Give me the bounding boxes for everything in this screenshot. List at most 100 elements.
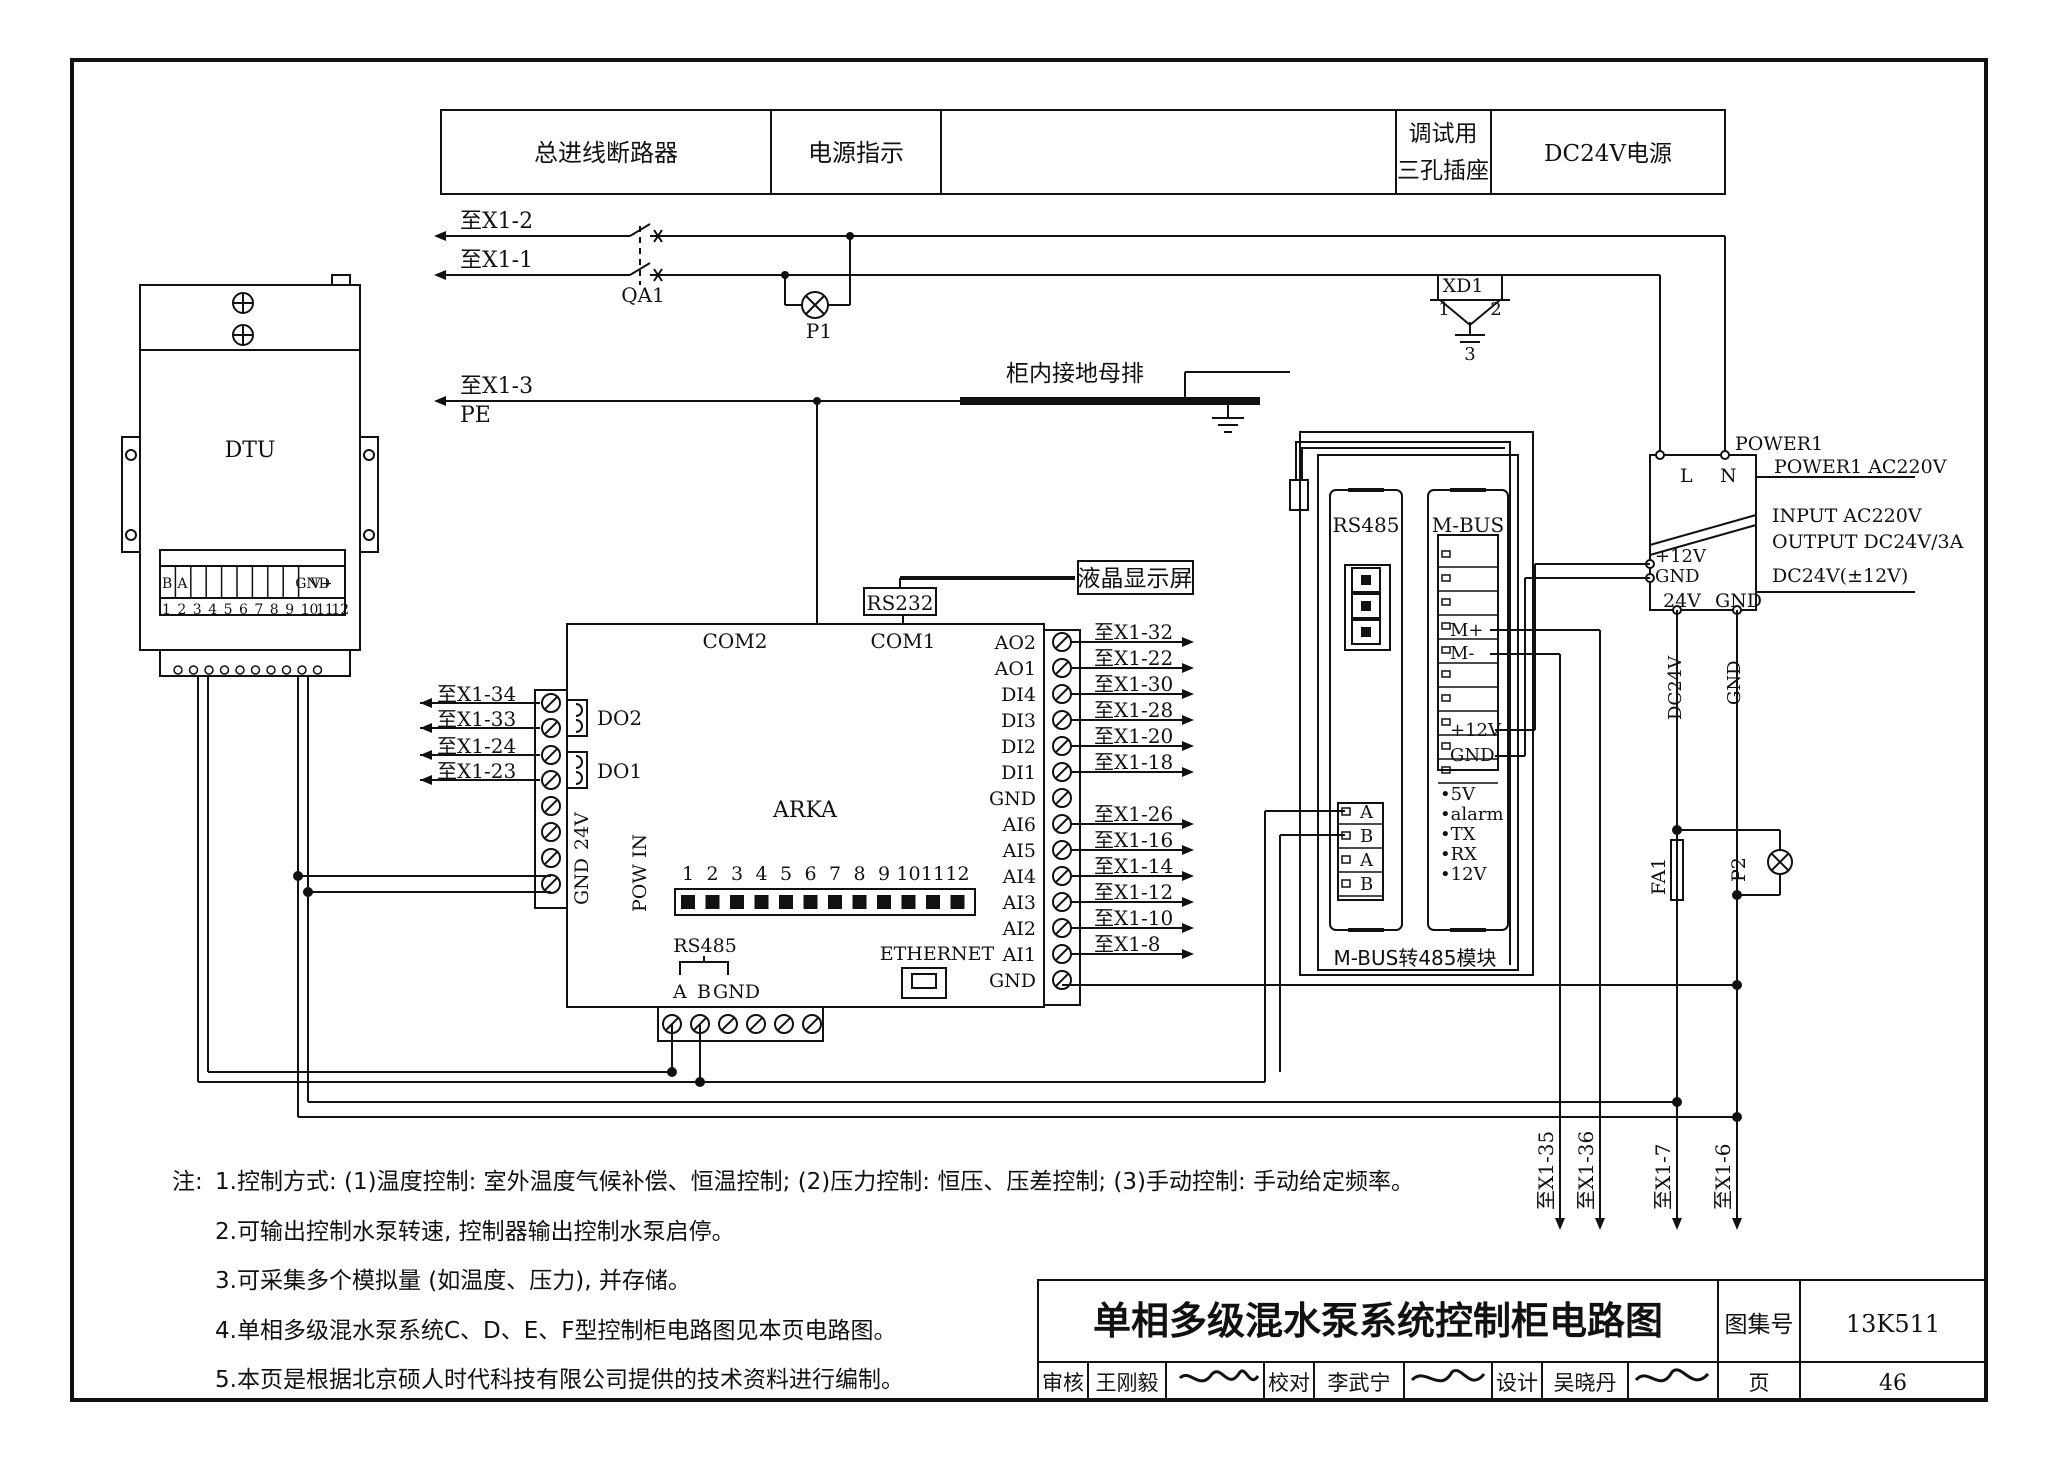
arka-left-terminal <box>534 689 588 909</box>
wire-junction-dots <box>293 232 1742 1122</box>
arka-ethernet: ETHERNET <box>880 943 995 965</box>
fa1-label: FA1 <box>1648 858 1670 895</box>
mbus-module <box>1289 431 1534 976</box>
review-signature <box>1178 1369 1260 1383</box>
mbus-slot <box>1441 742 1451 750</box>
arka-do2: DO2 <box>597 706 642 730</box>
arka-title: ARKA <box>772 798 838 823</box>
dtu-terminal-number: 10 <box>301 602 319 618</box>
power-ac-label: POWER1 AC220V <box>1774 456 1947 478</box>
arka-right-port-label: AI6 <box>1002 814 1036 836</box>
arka-io-number: 7 <box>829 863 841 885</box>
note-item-1: 1.控制方式: (1)温度控制: 室外温度气候补偿、恒温控制; (2)压力控制:… <box>215 1169 1415 1195</box>
terminal-screw <box>1052 788 1072 808</box>
drawing-title: 单相多级混水泵系统控制柜电路图 <box>1093 1299 1663 1343</box>
mbus-status-label: •alarm <box>1440 804 1504 825</box>
mbus-slot <box>1441 670 1451 678</box>
check-name: 李武宁 <box>1328 1371 1391 1395</box>
arka-right-arrow <box>1182 923 1194 933</box>
terminal-screw <box>1052 866 1072 886</box>
arka-io-led <box>901 895 916 909</box>
label-to-x1-1: 至X1-1 <box>460 248 533 273</box>
dtu-terminal-number: 1 <box>162 602 171 618</box>
arka-left-screws <box>541 693 561 894</box>
arka-do1: DO1 <box>597 759 642 783</box>
terminal-screw <box>1052 658 1072 678</box>
terminal-screw <box>541 693 561 713</box>
arka-right-target: 至X1-28 <box>1094 698 1173 722</box>
arka-ethernet-port <box>901 967 947 999</box>
terminal-screw <box>1052 632 1072 652</box>
mbus-ab-label: A <box>1359 850 1374 871</box>
arka-left-arrow <box>420 723 432 733</box>
dtu-terminal-number: 2 <box>177 602 186 618</box>
top-header-table <box>440 109 1726 195</box>
power-supply <box>1649 454 1757 611</box>
arka-right-arrow <box>1182 819 1194 829</box>
arka-rs485-gnd: GND <box>713 981 760 1003</box>
arka-left-arrow <box>420 775 432 785</box>
mbus-status-label: •RX <box>1440 844 1477 865</box>
arka-right-arrow <box>1182 845 1194 855</box>
mbus-rs485-socket-frames <box>1351 567 1381 645</box>
bottom-target-label: 至X1-35 <box>1534 1131 1558 1210</box>
arka-right-target: 至X1-12 <box>1094 880 1173 904</box>
dtu-terminal-number: 12 <box>331 602 349 618</box>
p2-label: P2 <box>1728 857 1750 882</box>
arka-in: IN <box>629 834 651 858</box>
mains-wiring <box>440 223 1726 625</box>
dtu-terminal-number: 8 <box>270 602 279 618</box>
arka-bottom-terminal <box>657 1006 824 1042</box>
dtu-pin <box>188 665 199 675</box>
terminal-screw <box>774 1014 794 1034</box>
label-xd1-pin3: 3 <box>1464 344 1475 365</box>
mbus-status-label: •TX <box>1440 824 1476 845</box>
arka-io-number: 6 <box>804 863 816 885</box>
arka-io-number: 9 <box>878 863 890 885</box>
arka-right-arrow <box>1182 741 1194 751</box>
bottom-target-label: 至X1-7 <box>1651 1144 1675 1210</box>
power-n: N <box>1720 465 1737 487</box>
terminal-screw <box>1052 840 1072 860</box>
review-name: 王刚毅 <box>1096 1371 1159 1395</box>
mbus-slot <box>1441 622 1451 630</box>
mbus-m-plus: M+ <box>1450 620 1484 641</box>
note-item-2: 2.可输出控制水泵转速, 控制器输出控制水泵启停。 <box>215 1219 735 1245</box>
mbus-rs485-title: RS485 <box>1333 513 1400 537</box>
power-input: INPUT AC220V <box>1772 505 1922 527</box>
arka-com1: COM1 <box>871 629 936 653</box>
dtu-pin <box>250 665 261 675</box>
arka-right-port-label: AO2 <box>994 632 1036 654</box>
lcd-label: 液晶显示屏 <box>1078 566 1193 592</box>
power-dc24v-vertical: DC24V <box>1665 655 1686 720</box>
arka-io-number: 12 <box>945 863 969 885</box>
mbus-ab-slot <box>1341 879 1351 888</box>
dtu-terminal-number: 4 <box>208 602 217 618</box>
arka-right-port-label: GND <box>989 788 1036 810</box>
mbus-slot <box>1441 550 1451 558</box>
arka-io-number: 11 <box>921 863 945 885</box>
mbus-title: M-BUS <box>1432 513 1505 537</box>
arka-left-target: 至X1-34 <box>437 682 516 706</box>
dtu-pin <box>297 665 307 675</box>
mbus-slot <box>1441 574 1451 582</box>
arka-pow: POW <box>629 864 651 912</box>
design-label: 设计 <box>1496 1371 1538 1395</box>
terminal-screw <box>746 1014 766 1034</box>
arka-right-target: 至X1-14 <box>1094 854 1173 878</box>
bottom-target-label: 至X1-6 <box>1711 1144 1735 1210</box>
arka-io-led <box>926 895 940 909</box>
mbus-status-leds: •5V•alarm•TX•RX•12V <box>1440 784 1504 885</box>
arka-right-arrow <box>1182 767 1194 777</box>
arka-right-port-label: AI1 <box>1002 944 1036 966</box>
terminal-screw <box>1052 762 1072 782</box>
mbus-slot <box>1441 718 1451 726</box>
label-xd1-pin1: 1 <box>1438 299 1449 320</box>
label-qa1: QA1 <box>621 283 665 307</box>
arka-rs485-a: A <box>672 981 687 1003</box>
